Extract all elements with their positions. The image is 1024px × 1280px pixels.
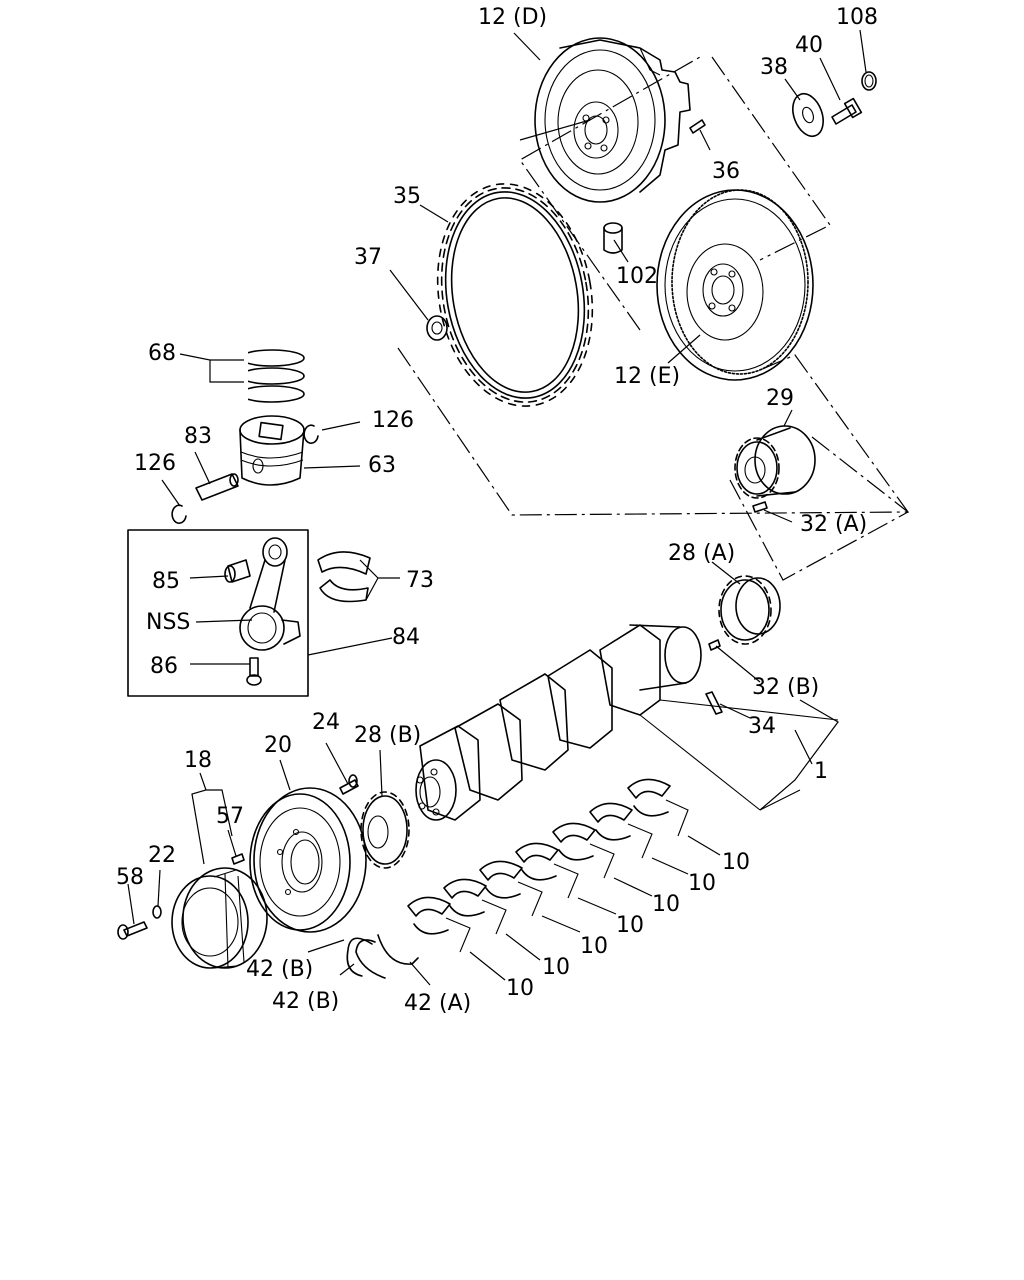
label-32b: 32 (B)	[752, 675, 819, 700]
label-86: 86	[150, 654, 178, 679]
callout-labels: 12 (D) 108 40 38 36 35 37 102 12 (E) 68 …	[116, 5, 878, 1016]
label-42b-1: 42 (B)	[246, 957, 313, 982]
thrust-washer-42b-2	[355, 939, 386, 979]
thrust-washer-42b-1	[346, 937, 373, 977]
label-126-left: 126	[134, 451, 176, 476]
main-bearings-10	[407, 778, 689, 953]
label-10-a: 10	[722, 850, 750, 875]
snap-ring-108	[861, 71, 877, 91]
label-108: 108	[836, 5, 878, 30]
flywheel-12d	[534, 37, 691, 203]
conrod-assembly-box-84	[127, 529, 309, 697]
label-73: 73	[406, 568, 434, 593]
gear-29	[734, 425, 816, 499]
label-36: 36	[712, 159, 740, 184]
gear-28a	[718, 575, 781, 645]
label-22: 22	[148, 843, 176, 868]
label-32a: 32 (A)	[800, 512, 867, 537]
label-10-g: 10	[506, 976, 534, 1001]
label-83: 83	[184, 424, 212, 449]
piston-pin-83	[195, 473, 239, 501]
assembly-line-12d	[519, 56, 831, 331]
label-28b: 28 (B)	[354, 723, 421, 748]
label-102: 102	[616, 264, 658, 289]
label-10-e: 10	[580, 934, 608, 959]
label-24: 24	[312, 710, 340, 735]
washer-38	[792, 92, 824, 138]
label-42a: 42 (A)	[404, 991, 471, 1016]
label-84: 84	[392, 625, 420, 650]
bolt-58	[117, 921, 148, 940]
washer-22	[152, 905, 162, 919]
pin-32a	[752, 501, 768, 513]
label-37: 37	[354, 245, 382, 270]
pin-36	[689, 119, 706, 134]
pin-34	[705, 691, 723, 715]
bolt-40	[831, 97, 863, 125]
label-42b-2: 42 (B)	[272, 989, 339, 1014]
connecting-rod	[239, 537, 301, 651]
circlip-126-left	[171, 504, 187, 525]
piston-rings-68	[236, 349, 305, 403]
key-57	[231, 853, 245, 865]
label-63: 63	[368, 453, 396, 478]
label-57: 57	[216, 804, 244, 829]
damper-18	[171, 867, 268, 969]
bushing-85	[224, 559, 251, 583]
ring-gear-35	[436, 183, 594, 407]
bolt-24	[339, 774, 359, 795]
label-12d: 12 (D)	[478, 5, 547, 30]
label-35: 35	[393, 184, 421, 209]
label-18: 18	[184, 748, 212, 773]
label-29: 29	[766, 386, 794, 411]
gear-28b	[360, 791, 410, 869]
thrust-washer-42a	[377, 934, 419, 965]
flywheel-12e	[656, 189, 814, 381]
leader-lines	[127, 29, 867, 986]
label-10-b: 10	[688, 871, 716, 896]
label-10-d: 10	[616, 913, 644, 938]
crankshaft-1	[415, 624, 839, 821]
label-10-f: 10	[542, 955, 570, 980]
conrod-bearing-73	[317, 551, 371, 603]
label-58: 58	[116, 865, 144, 890]
label-12e: 12 (E)	[614, 364, 680, 389]
circlip-126-right	[303, 424, 319, 445]
label-38: 38	[760, 55, 788, 80]
label-10-c: 10	[652, 892, 680, 917]
dowel-102	[603, 222, 623, 254]
piston-63	[239, 415, 305, 486]
label-34: 34	[748, 714, 776, 739]
bolt-86	[246, 657, 262, 686]
label-nss: NSS	[146, 610, 190, 635]
label-126-right: 126	[372, 408, 414, 433]
pilot-bearing-37	[426, 315, 448, 341]
label-40: 40	[795, 33, 823, 58]
label-68: 68	[148, 341, 176, 366]
label-20: 20	[264, 733, 292, 758]
label-1: 1	[814, 759, 828, 784]
pulley-20	[249, 787, 367, 933]
label-28a: 28 (A)	[668, 541, 735, 566]
key-32b	[708, 639, 721, 651]
label-85: 85	[152, 569, 180, 594]
